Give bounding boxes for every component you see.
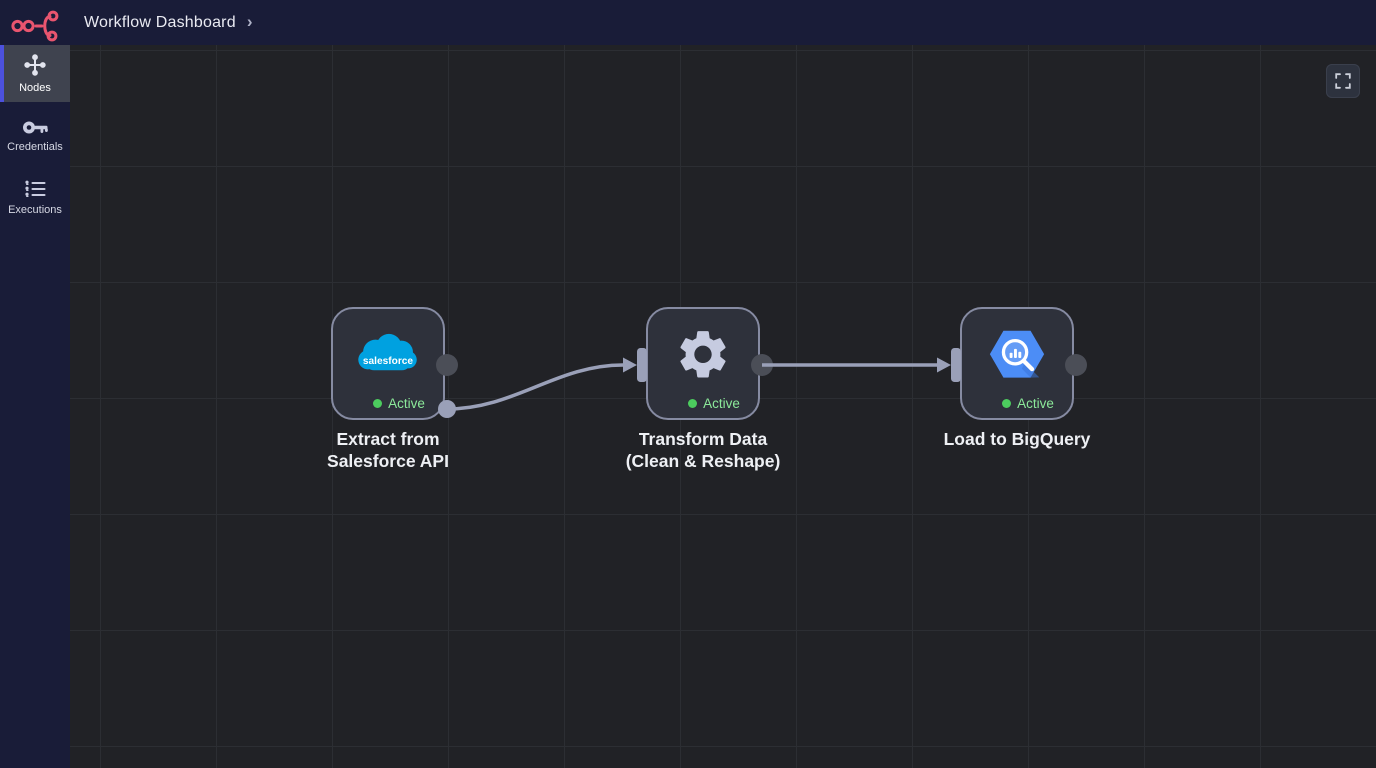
node-title-salesforce: Extract from Salesforce API — [327, 429, 449, 471]
status-badge: Active — [973, 396, 1083, 411]
status-dot-icon — [1002, 399, 1012, 408]
chevron-right-icon: › — [246, 11, 253, 31]
node-title-bigquery: Load to BigQuery — [943, 429, 1091, 449]
arrowhead-icon — [937, 357, 951, 373]
key-icon — [22, 121, 48, 133]
connection-salesforce-transform[interactable] — [438, 348, 647, 418]
breadcrumb: Workflow Dashboard › — [84, 11, 253, 33]
sidebar-item-credentials[interactable]: Credentials — [0, 107, 70, 164]
gear-icon — [674, 326, 732, 389]
app-logo[interactable] — [0, 4, 70, 42]
status-dot-icon — [688, 399, 698, 408]
connection-transform-bigquery[interactable] — [762, 348, 961, 382]
status-dot-icon — [373, 399, 383, 408]
node-title-transform: Transform Data (Clean & Reshape) — [625, 429, 781, 471]
status-badge: Active — [659, 396, 769, 411]
status-badge: Active — [344, 396, 454, 411]
workflow-node-salesforce[interactable]: salesforce Active — [331, 307, 445, 420]
sidebar-item-label: Nodes — [19, 82, 51, 94]
workflow-logo-icon — [11, 10, 59, 41]
salesforce-logo-text: salesforce — [363, 356, 414, 367]
fit-view-button[interactable] — [1326, 64, 1360, 98]
status-label: Active — [703, 396, 740, 411]
breadcrumb-title[interactable]: Workflow Dashboard — [84, 13, 236, 31]
nodes-icon — [24, 54, 46, 76]
sidebar: Nodes Credentials E — [0, 45, 70, 768]
sidebar-item-nodes[interactable]: Nodes — [0, 45, 70, 102]
workflow-node-bigquery[interactable]: Active — [960, 307, 1074, 420]
workflow-canvas[interactable]: salesforce Active Active — [70, 45, 1376, 768]
workflow-node-transform[interactable]: Active — [646, 307, 760, 420]
fullscreen-icon — [1335, 73, 1351, 89]
top-bar: Workflow Dashboard › — [0, 0, 1376, 45]
sidebar-item-executions[interactable]: Executions — [0, 169, 70, 226]
status-label: Active — [1017, 396, 1054, 411]
status-label: Active — [388, 396, 425, 411]
bigquery-icon — [986, 323, 1048, 390]
list-icon — [25, 180, 46, 197]
arrowhead-icon — [623, 357, 637, 373]
sidebar-item-label: Executions — [8, 204, 62, 216]
sidebar-item-label: Credentials — [7, 140, 63, 153]
salesforce-icon: salesforce — [354, 332, 422, 383]
